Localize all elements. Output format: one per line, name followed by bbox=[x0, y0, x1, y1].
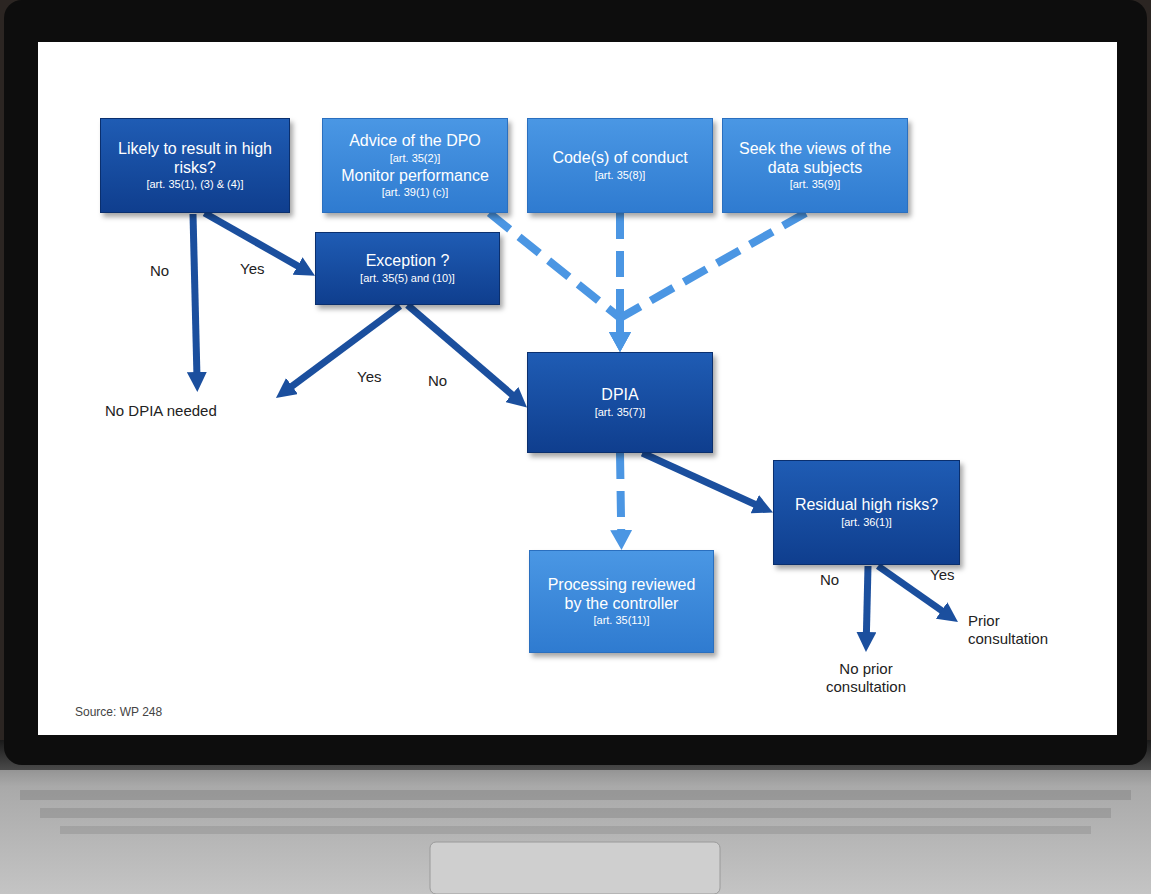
branch-arrow bbox=[866, 566, 868, 638]
decision-box: Residual high risks?[art. 36(1)] bbox=[773, 460, 960, 565]
key-row bbox=[20, 790, 1131, 800]
flow-arrow bbox=[408, 305, 517, 398]
trackpad bbox=[430, 842, 720, 894]
article-ref: [art. 35(2)] bbox=[390, 151, 441, 166]
input-arrow bbox=[620, 213, 806, 338]
node-title: Residual high risks? bbox=[795, 495, 938, 514]
branch-label: Yes bbox=[357, 368, 381, 386]
node-title: DPIA bbox=[601, 385, 638, 404]
node-title: Processing reviewed by the controller bbox=[538, 575, 705, 613]
node-title: Seek the views of the data subjects bbox=[731, 139, 899, 177]
article-ref: [art. 36(1)] bbox=[841, 515, 892, 530]
node-title: Exception ? bbox=[366, 251, 450, 270]
review-arrow bbox=[620, 453, 621, 536]
article-ref: [art. 35(9)] bbox=[790, 177, 841, 192]
node-title: Likely to result in high risks? bbox=[109, 139, 281, 177]
input-box: Advice of the DPO[art. 35(2)]Monitor per… bbox=[322, 118, 508, 213]
branch-arrow bbox=[287, 306, 400, 390]
article-ref: [art. 39(1) (c)] bbox=[382, 185, 449, 200]
article-ref: [art. 35(5) and (10)] bbox=[360, 271, 455, 286]
edge-label: Yes bbox=[240, 260, 264, 278]
decision-box: Exception ?[art. 35(5) and (10)] bbox=[315, 232, 500, 305]
key-row bbox=[60, 826, 1091, 834]
key-row bbox=[40, 808, 1111, 818]
input-box: Seek the views of the data subjects[art.… bbox=[722, 118, 908, 213]
edge-label: No bbox=[428, 372, 447, 390]
outcome-label: No prior consultation bbox=[816, 660, 916, 696]
process-box: DPIA[art. 35(7)] bbox=[527, 352, 713, 453]
branch-arrow bbox=[193, 214, 197, 378]
article-ref: [art. 35(1), (3) & (4)] bbox=[146, 177, 243, 192]
input-arrow bbox=[489, 213, 620, 338]
branch-label: No bbox=[820, 571, 839, 589]
screen bbox=[38, 42, 1117, 735]
screen-bezel bbox=[4, 0, 1147, 765]
outcome-label: No DPIA needed bbox=[105, 402, 217, 420]
node-title: Monitor performance bbox=[341, 166, 489, 185]
decision-box: Likely to result in high risks?[art. 35(… bbox=[100, 118, 290, 213]
node-title: Advice of the DPO bbox=[349, 131, 481, 150]
source-note: Source: WP 248 bbox=[75, 705, 162, 719]
input-box: Code(s) of conduct[art. 35(8)] bbox=[527, 118, 713, 213]
process-box: Processing reviewed by the controller[ar… bbox=[529, 550, 714, 653]
branch-label: No bbox=[150, 262, 169, 280]
node-title: Code(s) of conduct bbox=[552, 148, 687, 167]
article-ref: [art. 35(8)] bbox=[595, 168, 646, 183]
article-ref: [art. 35(11)] bbox=[593, 613, 649, 628]
branch-label: Yes bbox=[930, 566, 954, 584]
flow-arrow bbox=[642, 453, 760, 507]
article-ref: [art. 35(7)] bbox=[595, 405, 646, 420]
outcome-label: Prior consultation bbox=[968, 612, 1068, 648]
